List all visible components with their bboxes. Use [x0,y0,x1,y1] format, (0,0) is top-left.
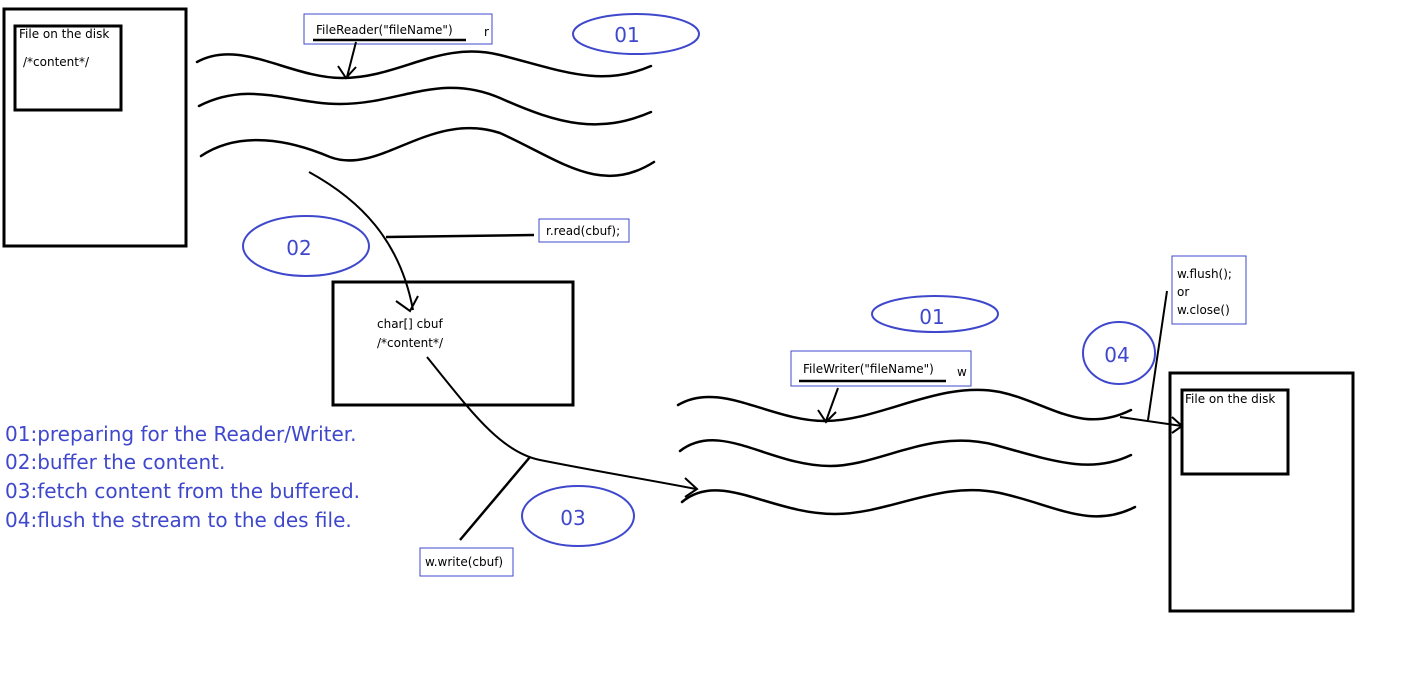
reader-stream-wave-3 [199,126,656,178]
dest-file-inner-box [1180,388,1290,476]
file-reader-label: FileReader("fileName") r [303,13,493,80]
buffer-content: /*content*/ [377,336,444,350]
write-call-leader-line [459,456,531,541]
step-01-reader-number: 01 [614,23,639,47]
writer-stream-wave-2 [678,439,1133,468]
file-reader-constructor: FileReader("fileName") [316,23,453,37]
read-call-label: r.read(cbuf); [538,218,630,243]
flush-call-line-2: or [1177,285,1189,299]
file-reader-variable: r [484,25,489,39]
step-03-ellipse [521,485,635,547]
flush-call-leader-line [1147,290,1168,421]
read-arrowhead [395,295,419,313]
reader-stream [195,50,656,178]
buffer: char[] cbuf /*content*/ [331,280,575,407]
reader-stream-wave-2 [197,86,653,126]
legend-item-04: 04:flush the stream to the des file. [5,508,352,532]
step-01-writer: 01 [871,295,999,333]
source-file: File on the disk /*content*/ [2,7,188,248]
buffer-declaration: char[] cbuf [377,317,443,331]
write-path [426,356,699,541]
step-01-reader: 01 [572,13,700,55]
read-call-label-box [538,218,630,243]
step-04-ellipse [1082,321,1156,385]
read-call-leader-line [385,233,535,239]
write-curve [426,356,697,490]
step-01-writer-number: 01 [919,305,944,329]
writer-stream-wave-3 [680,488,1137,518]
step-04: 04 [1082,321,1156,385]
flush-call-label: w.flush(); or w.close() [1147,255,1247,421]
file-writer-label-box [790,350,972,387]
source-file-inner-box [13,24,123,112]
write-call-label: w.write(cbuf) [419,547,514,577]
legend-item-02: 02:buffer the content. [5,450,225,474]
step-02-ellipse [242,215,370,277]
file-writer-constructor: FileWriter("fileName") [803,362,934,376]
write-arrowhead [684,477,699,498]
file-reader-pointer-arrow [337,41,357,80]
read-curve [308,171,414,311]
flush-call-line-1: w.flush(); [1177,267,1232,281]
writer-stream-wave-1 [676,388,1133,423]
step-01-reader-ellipse [572,13,700,55]
step-02-number: 02 [286,236,311,260]
step-01-writer-ellipse [871,295,999,333]
dest-file: File on the disk [1168,371,1355,613]
file-writer-pointer-arrow [817,387,839,424]
step-03-number: 03 [560,506,585,530]
dest-file-outer-box [1168,371,1355,613]
file-writer-variable: w [957,365,967,379]
legend-item-01: 01:preparing for the Reader/Writer. [5,422,357,446]
source-file-title: File on the disk [19,27,109,41]
file-writer-label: FileWriter("fileName") w [790,350,972,424]
flush-call-label-box [1171,255,1247,325]
flush-call-line-3: w.close() [1177,303,1230,317]
read-path [308,171,535,313]
legend-item-03: 03:fetch content from the buffered. [5,479,360,503]
legend: 01:preparing for the Reader/Writer. 02:b… [5,422,360,532]
write-call-text: w.write(cbuf) [425,555,503,569]
writer-stream [676,388,1137,518]
read-call-text: r.read(cbuf); [546,224,620,238]
write-call-label-box [419,547,514,577]
reader-stream-wave-1 [195,50,653,80]
step-02: 02 [242,215,370,277]
file-reader-label-box [303,13,493,45]
dest-file-title: File on the disk [1185,392,1275,406]
source-file-outer-box [2,7,188,248]
step-04-number: 04 [1104,343,1129,367]
buffer-box [331,280,575,407]
source-file-content: /*content*/ [23,55,90,69]
step-03: 03 [521,485,635,547]
flush-arrow [1119,416,1184,434]
